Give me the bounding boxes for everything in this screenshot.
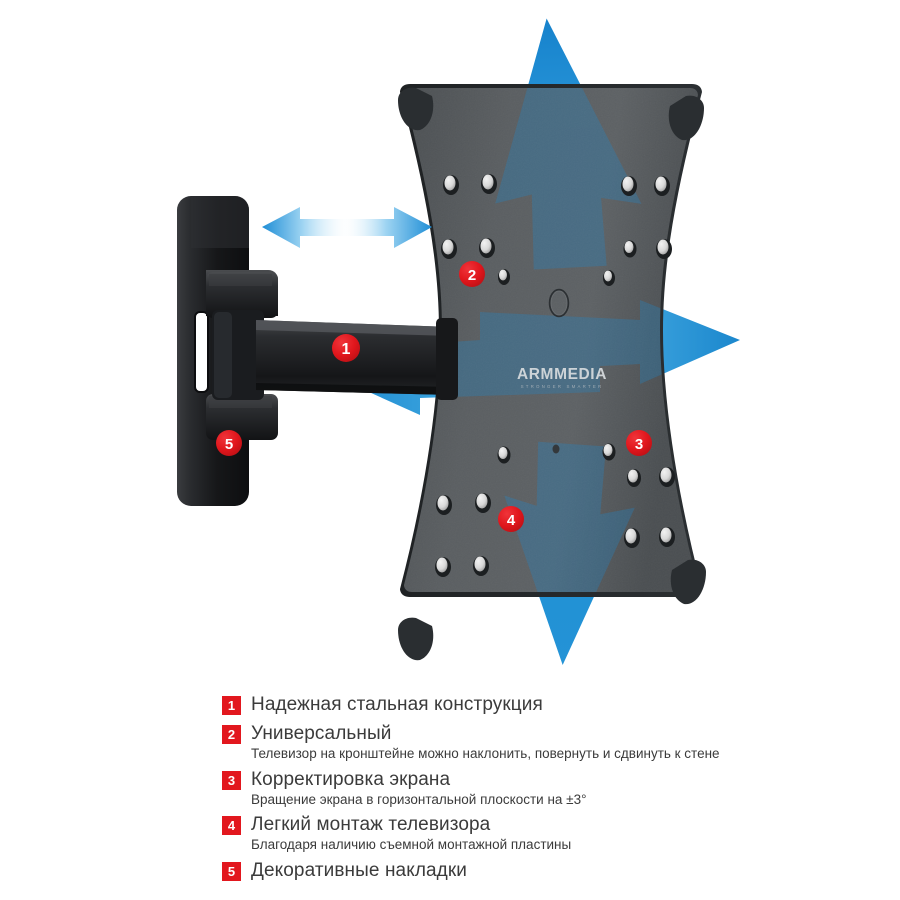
legend-title-1: Надежная стальная конструкция: [251, 694, 543, 715]
legend-text-3: Корректировка экрана Вращение экрана в г…: [251, 769, 862, 808]
marker-2-label: 2: [468, 267, 476, 284]
legend-text-4: Легкий монтаж телевизора Благодаря налич…: [251, 814, 862, 853]
marker-1: 1: [332, 334, 360, 362]
bracket-illustration: ARMMEDIA STRONGER SMARTER: [177, 18, 740, 666]
plate-corner-tabs: [398, 87, 706, 661]
plate-texture: [404, 88, 698, 592]
marker-5-label: 5: [225, 436, 233, 453]
legend-badge-3: 3: [222, 770, 241, 790]
legend-item-2: 2 Универсальный Телевизор на кронштейне …: [222, 723, 862, 762]
marker-4: 4: [498, 506, 524, 532]
legend-badge-1: 1: [222, 696, 241, 715]
legend-badge-5: 5: [222, 861, 241, 881]
brand-logo: ARMMEDIA STRONGER SMARTER: [517, 366, 607, 389]
plate-center-dot: [552, 444, 560, 454]
arrow-double-horizontal-icon: [262, 207, 432, 248]
marker-group: 1 2 3 4 5: [216, 261, 652, 532]
marker-5: 5: [216, 430, 242, 456]
plate-center-slot: [548, 288, 570, 318]
tv-mounting-plate: ARMMEDIA STRONGER SMARTER: [398, 84, 706, 661]
legend-title-5: Декоративные накладки: [251, 859, 467, 881]
legend-title-2: Универсальный: [251, 723, 392, 744]
plate-vesa-hole-highlights: [436, 174, 672, 573]
brand-logo-text: ARMMEDIA: [517, 366, 607, 383]
legend-item-1: 1 Надежная стальная конструкция: [222, 694, 862, 716]
hinge-block-lower: [206, 394, 278, 440]
wall-bracket: [177, 196, 458, 506]
feature-legend: 1 Надежная стальная конструкция 2 Универ…: [222, 694, 862, 882]
legend-item-3: 3 Корректировка экрана Вращение экрана в…: [222, 769, 862, 808]
legend-text-1: Надежная стальная конструкция: [251, 694, 862, 716]
legend-subtitle-2: Телевизор на кронштейне можно наклонить,…: [251, 746, 720, 761]
legend-title-3: Корректировка экрана: [251, 768, 451, 790]
legend-subtitle-3: Вращение экрана в горизонтальной плоскос…: [251, 791, 587, 807]
marker-3-label: 3: [635, 436, 643, 453]
wall-plate-slot: [195, 312, 208, 392]
hinge-block-upper: [206, 270, 278, 318]
legend-subtitle-4: Благодаря наличию съемной монтажной плас…: [251, 837, 572, 852]
marker-2: 2: [459, 261, 485, 287]
arm-plate-joint: [436, 318, 458, 400]
legend-badge-4: 4: [222, 816, 241, 835]
brand-logo-tagline: STRONGER SMARTER: [521, 384, 604, 389]
marker-3: 3: [626, 430, 652, 456]
legend-badge-2: 2: [222, 725, 241, 744]
marker-4-label: 4: [507, 512, 516, 529]
legend-item-5: 5 Декоративные накладки: [222, 860, 862, 882]
legend-text-2: Универсальный Телевизор на кронштейне мо…: [251, 723, 862, 762]
legend-title-4: Легкий монтаж телевизора: [251, 814, 491, 835]
legend-item-4: 4 Легкий монтаж телевизора Благодаря нал…: [222, 814, 862, 853]
legend-text-5: Декоративные накладки: [251, 860, 862, 882]
marker-1-label: 1: [342, 341, 351, 358]
